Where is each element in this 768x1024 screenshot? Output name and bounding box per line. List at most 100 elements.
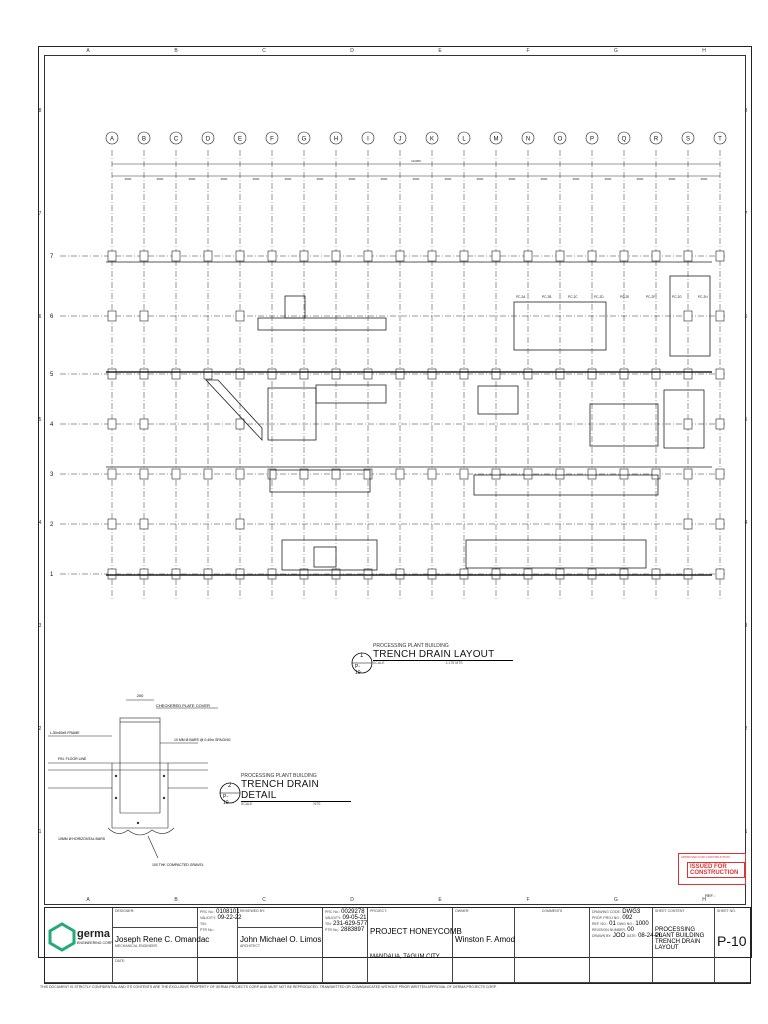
reviewer-role: ARCHITECT	[240, 944, 261, 948]
column-pile-cap	[427, 568, 437, 580]
column-pile-cap	[555, 368, 565, 380]
grid-col-label: I	[367, 137, 369, 143]
ptr-label-2: PTR No.:	[325, 928, 340, 932]
column-pile-cap	[363, 368, 373, 380]
column-pile-cap	[619, 368, 629, 380]
grid-bubble-col	[681, 131, 695, 145]
bay-dim-text: 6000	[253, 177, 260, 181]
column-pile-cap	[427, 468, 437, 480]
column-pile-cap	[203, 568, 213, 580]
grid-col-label: O	[558, 137, 563, 143]
grid-col-label: B	[142, 137, 146, 143]
column-pile-cap	[587, 468, 597, 480]
sheet-col-ref-top: D	[350, 48, 354, 54]
column-pile-cap	[107, 250, 117, 262]
sheet-row-ref-right: 8	[744, 108, 748, 114]
layout-main-title: TRENCH DRAIN LAYOUT	[373, 649, 513, 661]
layout-subtitle: PROCESSING PLANT BUILDING	[373, 643, 449, 649]
sheet-row-ref-left: 2	[38, 726, 42, 732]
company-sub: ENGINEERING CORP	[77, 941, 113, 945]
sheet-col-ref-top: F	[526, 48, 530, 54]
sheet-col-ref-bottom: C	[262, 897, 266, 903]
column-pile-cap	[715, 518, 725, 530]
column-pile-cap	[235, 418, 245, 430]
pc-label: PC-2G	[672, 295, 682, 299]
layout-scale-label: SCALE	[373, 661, 385, 665]
grid-row-label: 2	[50, 522, 54, 528]
validity-2: 09-05-21	[342, 915, 367, 921]
column-pile-cap	[715, 468, 725, 480]
column-pile-cap	[235, 368, 245, 380]
bay-dim-text: 6000	[509, 177, 516, 181]
sheet-row-ref-left: 1	[38, 829, 42, 835]
bay-dim-text: 6000	[317, 177, 324, 181]
column-pile-cap	[139, 468, 149, 480]
sheet-col-ref-top: A	[86, 48, 90, 54]
column-pile-cap	[203, 368, 213, 380]
designer-name: Joseph Rene C. Omandac	[115, 935, 210, 944]
prc-label: PRC No.:	[200, 910, 215, 914]
designer-role: MECHANICAL ENGINEER	[115, 944, 158, 948]
column-pile-cap	[331, 368, 341, 380]
column-pile-cap	[171, 568, 181, 580]
sheet-col-ref-bottom: E	[438, 897, 442, 903]
grid-col-label: T	[718, 137, 722, 143]
layout-scale: 1:175 MTS	[445, 661, 463, 665]
column-pile-cap	[267, 468, 277, 480]
column-pile-cap	[715, 368, 725, 380]
column-pile-cap	[587, 568, 597, 580]
revision-label: REVISION NUMBER:	[592, 928, 626, 932]
bay-dim-text: 6000	[573, 177, 580, 181]
column-pile-cap	[139, 568, 149, 580]
grid-bubble-col	[361, 131, 375, 145]
column-pile-cap	[107, 568, 117, 580]
layout-number: 1	[360, 653, 364, 659]
column-pile-cap	[395, 368, 405, 380]
column-pile-cap	[459, 468, 469, 480]
sheet-row-ref-right: 2	[744, 726, 748, 732]
proj-no-label: PROP. PROJ NO.:	[592, 916, 621, 920]
bay-dim-text: 6000	[221, 177, 228, 181]
sheet-row-ref-left: 4	[38, 520, 42, 526]
grid-bubble-col	[457, 131, 471, 145]
grid-bubble-col	[649, 131, 663, 145]
column-pile-cap	[203, 250, 213, 262]
trench-detail-section: 200 CHECKERED PLATE COVER 10 MM Ø BARS @…	[48, 693, 231, 867]
column-pile-cap	[299, 568, 309, 580]
detail-note-horizontal: 10MM Ø HORIZONTAL BARS	[58, 837, 106, 841]
grid-col-label: P	[590, 137, 594, 143]
bay-dim-text: 6000	[637, 177, 644, 181]
detail-scale-label: SCALE	[241, 802, 253, 806]
drawing-code-label: DRAWING CODE:	[592, 910, 621, 914]
column-pile-cap	[107, 310, 117, 322]
column-pile-cap	[523, 568, 533, 580]
column-pile-cap	[395, 568, 405, 580]
sheet-col-ref-top: C	[262, 48, 266, 54]
tin-2: 231-629-577	[333, 921, 368, 927]
column-pile-cap	[523, 468, 533, 480]
column-pile-cap	[555, 568, 565, 580]
pc-label: PC-2H	[698, 295, 708, 299]
bay-dim-text: 6000	[701, 177, 708, 181]
grid-col-label: G	[302, 137, 307, 143]
bay-dim-text: 6000	[285, 177, 292, 181]
column-pile-cap	[331, 250, 341, 262]
prc-label-2: PRC No.:	[325, 910, 340, 914]
column-pile-cap	[235, 518, 245, 530]
bay-dim-text: 6000	[189, 177, 196, 181]
grid-bubble-col	[329, 131, 343, 145]
revision: 00	[627, 927, 634, 933]
grid-bubble-col	[297, 131, 311, 145]
column-pile-cap	[683, 518, 693, 530]
grid-col-label: E	[238, 137, 242, 143]
sheet-row-ref-right: 7	[744, 211, 748, 217]
column-pile-cap	[427, 368, 437, 380]
bay-dim-text: 6000	[445, 177, 452, 181]
column-pile-cap	[267, 250, 277, 262]
bay-dim-text: 6000	[541, 177, 548, 181]
grid-col-label: M	[494, 137, 499, 143]
tin-label-2: TIN:	[325, 922, 332, 926]
sheet-col-ref-bottom: H	[702, 897, 706, 903]
column-pile-cap	[555, 250, 565, 262]
pc-label: PC-2C	[568, 295, 578, 299]
